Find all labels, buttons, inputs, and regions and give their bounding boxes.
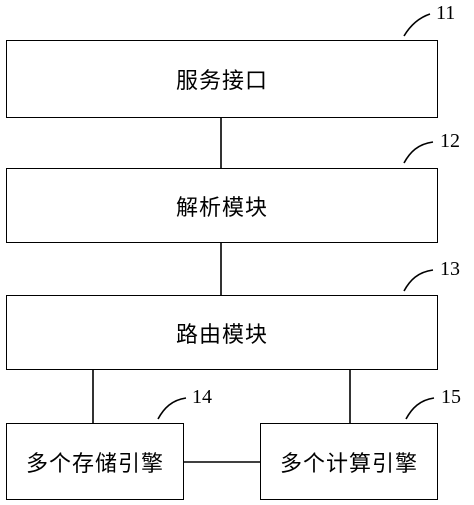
leader-line-15 xyxy=(405,397,435,420)
leader-line-13 xyxy=(403,269,434,292)
leader-line-11 xyxy=(403,13,431,37)
ref-label-12: 12 xyxy=(440,130,460,152)
leader-line-14 xyxy=(157,397,187,420)
service-interface-box: 服务接口 xyxy=(6,40,438,118)
compute-engines-box: 多个计算引擎 xyxy=(260,423,438,500)
leader-line-12 xyxy=(403,141,434,164)
storage-engines-box: 多个存储引擎 xyxy=(6,423,184,500)
ref-label-14: 14 xyxy=(192,386,212,408)
parsing-module-box: 解析模块 xyxy=(6,168,438,243)
routing-module-box: 路由模块 xyxy=(6,295,438,370)
ref-label-11: 11 xyxy=(436,2,456,24)
ref-label-15: 15 xyxy=(441,386,461,408)
ref-label-13: 13 xyxy=(440,258,460,280)
